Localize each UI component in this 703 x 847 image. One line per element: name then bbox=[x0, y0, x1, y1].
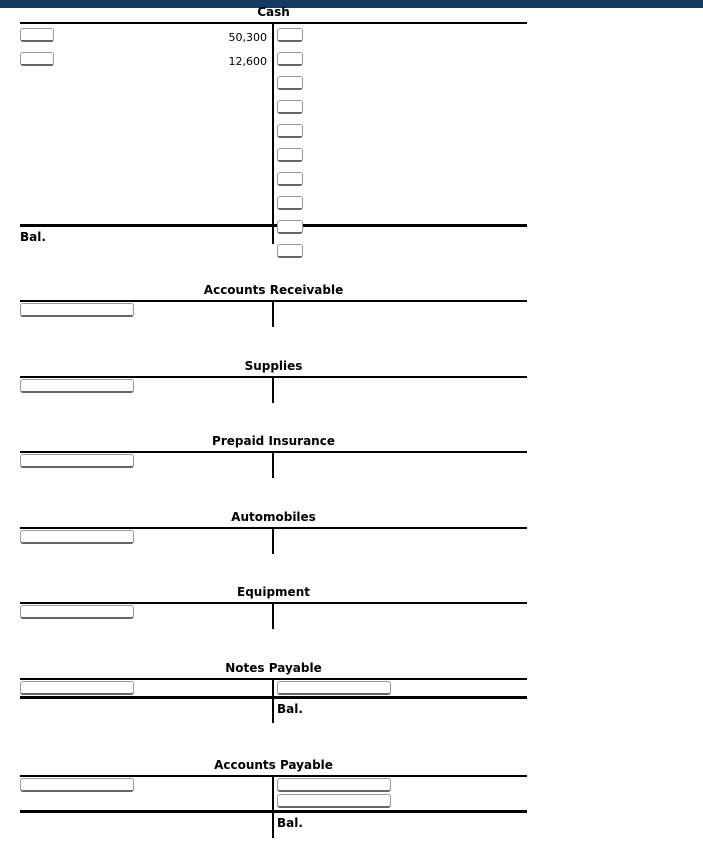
t-account-accounts-payable: Accounts Payable Bal. bbox=[20, 758, 527, 838]
top-nav-bar bbox=[0, 0, 703, 8]
entry-input[interactable] bbox=[20, 778, 134, 792]
t-account-divider bbox=[272, 451, 274, 478]
balance-label: Bal. bbox=[20, 230, 46, 244]
debit-column bbox=[20, 777, 272, 810]
entry-row bbox=[20, 379, 272, 395]
debit-column bbox=[20, 378, 272, 394]
t-account-supplies: Supplies bbox=[20, 359, 527, 403]
debit-column bbox=[20, 680, 272, 696]
entry-row bbox=[277, 196, 527, 216]
entry-input[interactable] bbox=[277, 196, 303, 210]
credit-column bbox=[272, 453, 527, 469]
account-title: Accounts Receivable bbox=[203, 283, 344, 297]
entry-input[interactable] bbox=[277, 172, 303, 186]
entry-input[interactable] bbox=[277, 124, 303, 138]
account-title: Notes Payable bbox=[225, 661, 322, 675]
entry-input[interactable] bbox=[277, 220, 303, 234]
credit-column bbox=[272, 529, 527, 545]
t-account-divider bbox=[272, 376, 274, 403]
credit-column bbox=[272, 24, 527, 258]
t-account-divider bbox=[272, 775, 274, 838]
debit-column: 50,300 12,600 bbox=[20, 24, 272, 224]
credit-column bbox=[272, 604, 527, 620]
t-account-equipment: Equipment bbox=[20, 585, 527, 629]
credit-column bbox=[272, 680, 527, 696]
entry-row bbox=[277, 681, 527, 697]
t-account-notes-payable: Notes Payable Bal. bbox=[20, 661, 527, 723]
entry-input[interactable] bbox=[277, 76, 303, 90]
entry-input[interactable] bbox=[277, 681, 391, 695]
account-title: Prepaid Insurance bbox=[212, 434, 335, 448]
entry-input[interactable] bbox=[20, 379, 134, 393]
credit-column bbox=[272, 302, 527, 318]
debit-column bbox=[20, 302, 272, 318]
entry-row bbox=[277, 172, 527, 192]
t-account-divider bbox=[272, 300, 274, 327]
entry-input[interactable] bbox=[277, 100, 303, 114]
entry-row bbox=[277, 100, 527, 120]
entry-input[interactable] bbox=[277, 52, 303, 66]
entry-row bbox=[20, 778, 272, 794]
item-input[interactable] bbox=[20, 28, 54, 42]
entry-row bbox=[277, 148, 527, 168]
t-account-divider bbox=[272, 527, 274, 554]
balance-label: Bal. bbox=[277, 816, 303, 830]
entry-input[interactable] bbox=[277, 778, 391, 792]
entry-row: 12,600 bbox=[20, 52, 272, 72]
entry-row bbox=[277, 220, 527, 240]
entry-row bbox=[277, 52, 527, 72]
entry-input[interactable] bbox=[277, 148, 303, 162]
entry-row bbox=[277, 778, 527, 793]
t-account-divider bbox=[272, 602, 274, 629]
debit-column bbox=[20, 529, 272, 545]
t-account-prepaid-insurance: Prepaid Insurance bbox=[20, 434, 527, 478]
account-title: Cash bbox=[257, 5, 290, 19]
entry-row bbox=[20, 303, 272, 319]
entry-row bbox=[277, 76, 527, 96]
entry-input[interactable] bbox=[277, 28, 303, 42]
entry-row bbox=[277, 28, 527, 48]
entry-input[interactable] bbox=[20, 454, 134, 468]
entry-input[interactable] bbox=[20, 681, 134, 695]
entry-row bbox=[20, 530, 272, 546]
account-title: Automobiles bbox=[231, 510, 316, 524]
balance-label: Bal. bbox=[277, 702, 303, 716]
entry-row bbox=[277, 124, 527, 144]
t-account-divider bbox=[272, 22, 274, 244]
credit-column bbox=[272, 378, 527, 394]
entry-input[interactable] bbox=[20, 605, 134, 619]
entry-row bbox=[20, 605, 272, 621]
entry-row bbox=[20, 681, 272, 697]
entry-row: 50,300 bbox=[20, 28, 272, 48]
debit-column bbox=[20, 453, 272, 469]
account-title: Accounts Payable bbox=[214, 758, 333, 772]
entry-row bbox=[277, 794, 527, 809]
entry-row bbox=[20, 454, 272, 470]
posted-amount: 12,600 bbox=[228, 55, 268, 68]
posted-amount: 50,300 bbox=[228, 31, 268, 44]
t-account-cash: Cash 50,300 12,600 Bal. bbox=[20, 5, 527, 258]
entry-input[interactable] bbox=[277, 244, 303, 258]
debit-column bbox=[20, 604, 272, 620]
entry-input[interactable] bbox=[277, 794, 391, 808]
entry-row bbox=[277, 244, 527, 264]
t-account-accounts-receivable: Accounts Receivable bbox=[20, 283, 527, 327]
entry-input[interactable] bbox=[20, 530, 134, 544]
account-title: Equipment bbox=[237, 585, 310, 599]
t-account-automobiles: Automobiles bbox=[20, 510, 527, 554]
entry-input[interactable] bbox=[20, 303, 134, 317]
t-account-divider bbox=[272, 678, 274, 723]
item-input[interactable] bbox=[20, 52, 54, 66]
account-title: Supplies bbox=[244, 359, 303, 373]
credit-column bbox=[272, 777, 527, 810]
